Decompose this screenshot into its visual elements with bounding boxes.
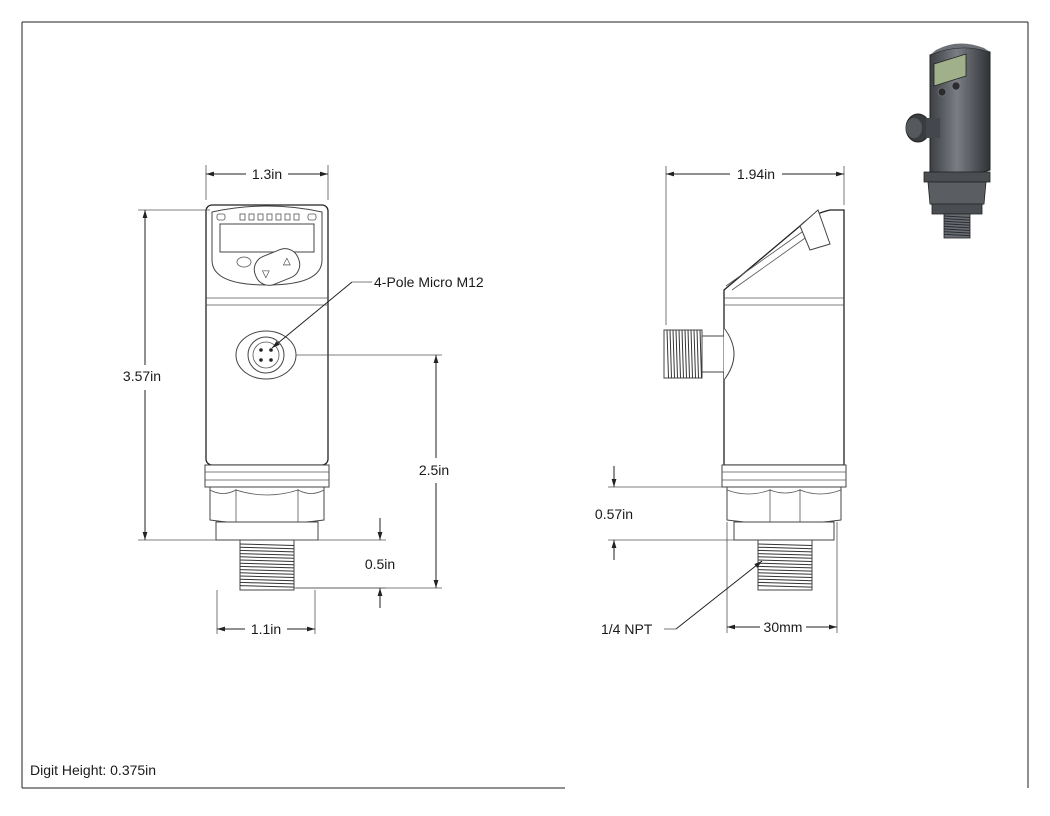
dim-hex-width-mm: 30mm	[764, 619, 803, 635]
product-render-image	[905, 43, 991, 239]
thread-line	[239, 556, 295, 559]
callout-thread-type: 1/4 NPT	[601, 621, 653, 637]
thread-line	[239, 549, 295, 553]
thread-line	[693, 329, 696, 379]
thread-line	[757, 549, 813, 553]
thread-line	[672, 329, 675, 379]
thread-line	[757, 575, 813, 578]
side-thread-lines	[757, 543, 813, 588]
hex-base	[215, 521, 319, 541]
thread-line	[943, 233, 971, 237]
down-arrow-icon: ▽	[262, 269, 270, 280]
thread-line	[943, 218, 971, 221]
thread-line	[675, 329, 678, 379]
thread-line	[669, 329, 672, 379]
thread-line	[239, 578, 295, 582]
side-view	[663, 209, 847, 591]
thread-line	[757, 559, 813, 562]
display-window	[219, 223, 315, 253]
thread-line	[687, 329, 690, 379]
dim-front-height-total: 3.57in	[123, 368, 161, 384]
thread-line	[239, 543, 295, 546]
front-view: ▽ △	[204, 204, 330, 591]
side-dimensions: 1.94in 0.57in 30mm 1/4 NPT	[595, 166, 845, 637]
thread-line	[757, 546, 813, 550]
front-dimensions: 1.3in 3.57in 2.5in 0.5in 1.1in 4-Pole Mi…	[123, 165, 484, 637]
thread-line	[757, 543, 813, 546]
thread-line	[681, 329, 684, 379]
side-connector-thread-lines	[666, 329, 702, 379]
dim-thread-length: 0.5in	[365, 556, 395, 572]
thread-line	[690, 329, 693, 379]
thread-line	[678, 329, 681, 379]
thread-line	[757, 565, 813, 569]
thread-line	[943, 228, 971, 231]
thread-line	[239, 572, 295, 575]
thread-line	[684, 329, 687, 379]
thread-line	[239, 546, 295, 550]
callout-connector: 4-Pole Micro M12	[374, 274, 484, 290]
side-hex-base	[733, 521, 835, 541]
thread-line	[757, 569, 813, 572]
led-row	[216, 213, 317, 221]
thread-line	[699, 329, 702, 379]
thread-line	[757, 581, 813, 585]
thread-line	[943, 223, 971, 226]
side-display-tilt	[799, 209, 831, 251]
thread-line	[239, 553, 295, 556]
thread-line	[757, 556, 813, 559]
side-collar	[721, 464, 847, 488]
thread-line	[666, 329, 669, 379]
thread-line	[757, 553, 813, 556]
dim-side-width: 1.94in	[737, 166, 775, 182]
dim-front-width-top: 1.3in	[252, 166, 282, 182]
sheet-border	[21, 21, 1029, 789]
thread-line	[943, 215, 971, 218]
dim-connector-to-bottom: 2.5in	[419, 462, 449, 478]
mode-button-icon	[236, 256, 252, 268]
thread-line	[239, 569, 295, 572]
footer-note: Digit Height: 0.375in	[30, 762, 156, 778]
up-arrow-icon: △	[283, 256, 291, 267]
thread-line	[239, 559, 295, 562]
thread-line	[239, 562, 295, 566]
thread-line	[239, 565, 295, 569]
dim-hex-height: 0.57in	[595, 506, 633, 522]
thread-line	[757, 578, 813, 582]
arrow-button-pad	[253, 248, 301, 286]
side-connector-boot	[723, 327, 735, 381]
hex-nut	[209, 486, 325, 525]
thread-line	[239, 585, 295, 588]
thread-line	[943, 225, 971, 229]
thread-line	[239, 581, 295, 585]
m12-connector-face	[235, 330, 297, 380]
thread-lines	[239, 543, 295, 588]
thread-line	[757, 585, 813, 588]
side-body	[723, 209, 845, 466]
thread-line	[757, 562, 813, 566]
thread-line	[943, 231, 971, 234]
side-hex-nut	[726, 486, 842, 525]
collar	[204, 464, 330, 488]
thread-line	[757, 572, 813, 575]
dim-thread-width: 1.1in	[251, 621, 281, 637]
thread-line	[239, 575, 295, 578]
thread-line	[943, 220, 971, 224]
side-connector-nut	[701, 335, 725, 373]
thread-line	[696, 329, 699, 379]
